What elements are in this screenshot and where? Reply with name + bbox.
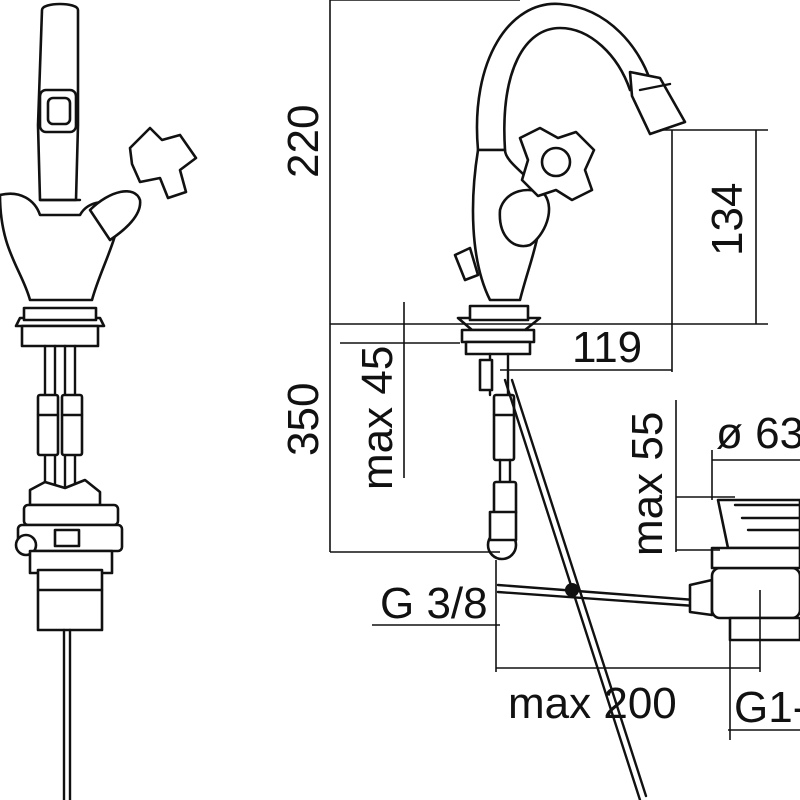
- dimension-lines: [329, 0, 800, 740]
- gooseneck-spout: [475, 2, 652, 152]
- front-view: [453, 2, 800, 800]
- spout-head: [628, 70, 687, 136]
- dim-g-3-8: G 3/8: [380, 579, 488, 628]
- waste-trap-side: [36, 568, 104, 632]
- pop-up-lever: [453, 246, 480, 282]
- dim-diameter-63: ø 63: [716, 409, 800, 458]
- dim-220: 220: [279, 105, 328, 178]
- fitting-left: [36, 393, 60, 457]
- dim-max-55: max 55: [623, 412, 672, 556]
- dim-max-45: max 45: [353, 346, 402, 490]
- rod-joint: [565, 583, 579, 597]
- dim-119: 119: [572, 323, 642, 372]
- front-handle-stem: [498, 188, 551, 248]
- side-view: [0, 2, 198, 800]
- dim-350: 350: [279, 383, 328, 456]
- dim-134: 134: [703, 183, 752, 256]
- dim-g1: G1-: [734, 683, 800, 732]
- dimension-labels: 220 350 max 45 119 134 max 55 ø 63 G 3/8…: [279, 105, 800, 732]
- fitting-right: [60, 393, 84, 457]
- waste-body-front: [710, 566, 800, 620]
- dim-max-200: max 200: [508, 679, 677, 728]
- cross-handle-side: [128, 126, 198, 200]
